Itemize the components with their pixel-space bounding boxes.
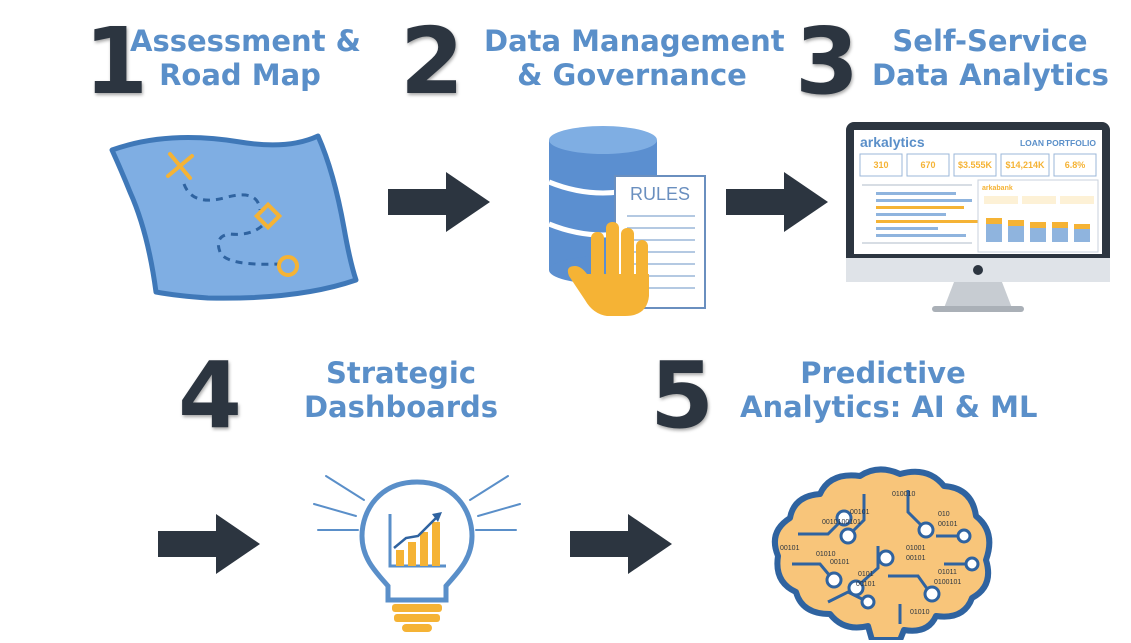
- binary-text: 01010: [910, 609, 930, 616]
- step-3-title-line1: Self-Service: [892, 24, 1088, 58]
- database-rules-icon: RULES: [548, 126, 706, 316]
- step-3-title-line2: Data Analytics: [872, 58, 1109, 92]
- binary-text: 0010100101: [822, 519, 861, 526]
- binary-text: 00101: [830, 559, 850, 566]
- map-icon: [109, 133, 359, 301]
- kpi-value: $14,214K: [1005, 160, 1045, 170]
- step-2-title: Data Management & Governance: [484, 24, 785, 92]
- rules-label: RULES: [630, 184, 690, 204]
- binary-text: 0101: [858, 571, 874, 578]
- dashboard-brand: arkalytics: [860, 134, 925, 150]
- kpi-value: $3.555K: [958, 160, 993, 170]
- binary-text: 01011: [938, 569, 957, 576]
- step-1-title-line2: Road Map: [159, 58, 321, 92]
- step-2-title-line2: & Governance: [517, 58, 747, 92]
- binary-text: 010010: [892, 491, 915, 498]
- lightbulb-chart-icon: [313, 475, 521, 632]
- step-3-number: 3: [795, 8, 860, 115]
- binary-text: 01010: [816, 551, 836, 558]
- arrow-right-icon: [726, 172, 828, 232]
- step-4-title: Strategic Dashboards: [296, 356, 506, 424]
- dashboard-heading: LOAN PORTFOLIO: [1020, 138, 1096, 148]
- kpi-value: 310: [873, 160, 888, 170]
- binary-text: 00101: [850, 509, 870, 516]
- step-5-title-line1: Predictive: [800, 356, 966, 390]
- binary-text: 00101: [906, 555, 926, 562]
- step-1-title-line1: Assessment &: [130, 24, 361, 58]
- step-5-title: Predictive Analytics: AI & ML: [740, 356, 1038, 424]
- arrow-right-icon: [388, 172, 490, 232]
- binary-text: 01001: [906, 545, 926, 552]
- monitor-dashboard-icon: arkalytics LOAN PORTFOLIO 310 670 $3.555…: [846, 122, 1110, 312]
- binary-text: 00101: [938, 521, 958, 528]
- step-1-number: 1: [84, 8, 149, 115]
- step-2-number: 2: [400, 8, 465, 115]
- step-2-title-line1: Data Management: [484, 24, 785, 58]
- kpi-value: 6.8%: [1065, 160, 1086, 170]
- step-5-title-line2: Analytics: AI & ML: [740, 390, 1038, 424]
- brain-circuit-icon: 010010 00101 0010100101 010 00101 00101 …: [772, 466, 993, 640]
- binary-text: 0100101: [934, 579, 961, 586]
- arrow-right-icon: [158, 514, 260, 574]
- binary-text: 00101: [780, 545, 800, 552]
- step-5-number: 5: [650, 342, 715, 449]
- step-4-title-line1: Strategic: [325, 356, 477, 390]
- binary-text: 010: [938, 511, 950, 518]
- sub-dashboard-brand: arkabank: [982, 185, 1013, 192]
- step-1-title: Assessment & Road Map: [130, 24, 361, 92]
- step-3-title: Self-Service Data Analytics: [872, 24, 1109, 92]
- binary-text: 00101: [856, 581, 876, 588]
- step-4-number: 4: [178, 342, 243, 449]
- step-4-title-line2: Dashboards: [303, 390, 499, 424]
- kpi-value: 670: [920, 160, 935, 170]
- arrow-right-icon: [570, 514, 672, 574]
